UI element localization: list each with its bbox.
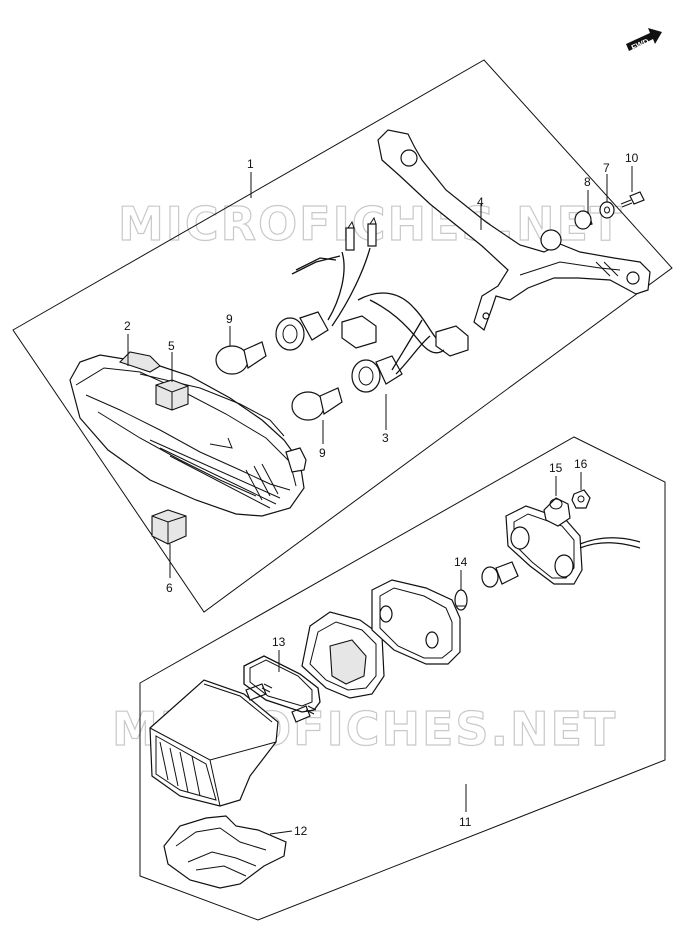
grommet-part-15 [543, 497, 571, 527]
lens-part-12 [163, 815, 287, 889]
frame-plate [371, 579, 461, 665]
screw-part-10 [620, 191, 645, 208]
callout-9-lower: 9 [319, 446, 326, 460]
callout-7: 7 [603, 161, 610, 175]
callout-4: 4 [477, 195, 484, 209]
assembly-11-frame [139, 436, 666, 921]
callout-1: 1 [247, 157, 254, 171]
license-lamp-housing [149, 679, 317, 807]
gasket-part-13 [243, 655, 321, 713]
reflector-part-6 [151, 509, 187, 545]
lamp-housing-part-2 [69, 351, 307, 517]
bulb-part-14 [454, 589, 468, 611]
socket-harness-part-3 [275, 216, 469, 393]
fwd-arrow-icon: FWD [626, 28, 662, 52]
reflector-part-5 [155, 379, 189, 411]
callout-6: 6 [166, 581, 173, 595]
spacer-part-8 [574, 210, 593, 230]
callout-11: 11 [459, 815, 472, 829]
leader-lines [127, 166, 633, 835]
callout-8: 8 [584, 175, 591, 189]
callout-3: 3 [382, 431, 389, 445]
callout-9-upper: 9 [226, 312, 233, 326]
washer-part-7 [599, 201, 615, 219]
callout-15: 15 [549, 461, 563, 475]
lens-plate [301, 611, 385, 699]
socket-with-wire [481, 505, 641, 588]
bulb-part-9-lower [291, 387, 343, 421]
bulb-part-9-upper [215, 341, 267, 375]
nut-part-16 [571, 489, 591, 509]
callout-13: 13 [272, 635, 286, 649]
callout-5: 5 [168, 339, 175, 353]
callout-10: 10 [625, 151, 639, 165]
callout-12: 12 [294, 824, 308, 838]
bracket-part [377, 129, 651, 331]
callout-14: 14 [454, 555, 468, 569]
assembly-1-frame [12, 59, 673, 613]
fwd-label: FWD [630, 37, 651, 53]
callout-16: 16 [574, 457, 588, 471]
callout-2: 2 [124, 319, 131, 333]
